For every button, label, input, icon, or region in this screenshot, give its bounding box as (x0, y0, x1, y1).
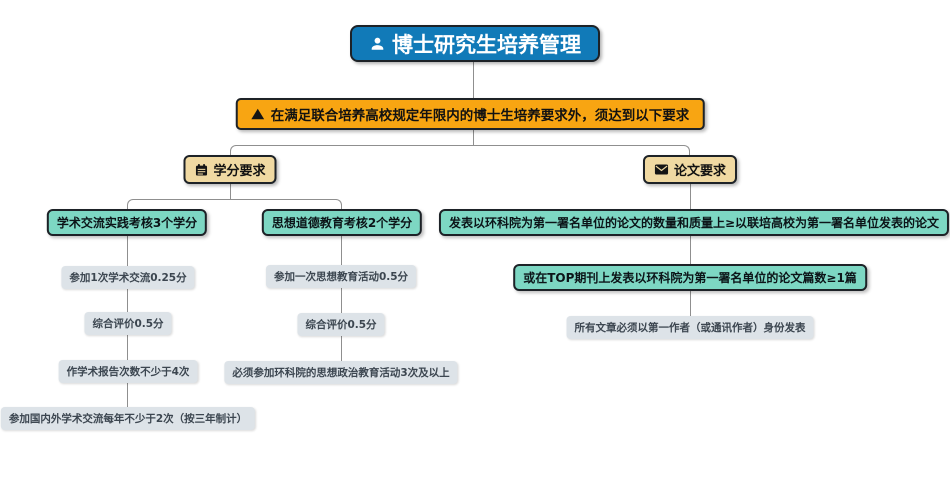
paper-rule1-node: 发表以环科院为第一署名单位的论文的数量和质量上≥以联培高校为第一署名单位发表的论… (438, 209, 950, 236)
envelope-icon (654, 162, 669, 177)
credit-header-label: 学分要求 (213, 164, 266, 179)
step-label: 参加国内外学术交流每年不少于2次（按三年制计） (8, 413, 248, 425)
credit-header-node: 学分要求 (183, 155, 277, 184)
paper-header-node: 论文要求 (642, 155, 738, 184)
connector-line (473, 62, 474, 98)
branch-rail (127, 199, 342, 209)
step-label: 必须参加环科院的思想政治教育活动3次及以上 (232, 367, 450, 379)
step-node: 参加国内外学术交流每年不少于2次（按三年制计） (0, 407, 256, 430)
paper-header-label: 论文要求 (673, 164, 727, 179)
root-label: 博士研究生培养管理 (392, 32, 581, 57)
connector-line (690, 236, 691, 264)
moral-credit-node: 思想道德教育考核2个学分 (261, 209, 423, 236)
connector-line (341, 288, 342, 313)
step-node: 参加1次学术交流0.25分 (61, 266, 195, 289)
connector-line (341, 336, 342, 361)
connector-line (127, 383, 128, 407)
step-label: 参加1次学术交流0.25分 (69, 272, 187, 284)
branch-rail (230, 145, 690, 155)
connector-line (230, 184, 231, 199)
moral-credit-label: 思想道德教育考核2个学分 (271, 216, 413, 230)
connector-line (690, 291, 691, 316)
note-label: 在满足联合培养高校规定年限内的博士生培养要求外，须达到以下要求 (270, 108, 690, 124)
step-label: 所有文章必须以第一作者（或通讯作者）身份发表 (574, 322, 806, 334)
step-node: 综合评价0.5分 (84, 312, 172, 335)
connector-line (127, 236, 128, 266)
note-banner: 在满足联合培养高校规定年限内的博士生培养要求外，须达到以下要求 (235, 98, 705, 130)
calendar-icon (194, 163, 208, 177)
step-label: 作学术报告次数不少于4次 (66, 366, 190, 378)
academic-credit-node: 学术交流实践考核3个学分 (46, 209, 208, 236)
connector-line (341, 236, 342, 265)
paper-rule1-label: 发表以环科院为第一署名单位的论文的数量和质量上≥以联培高校为第一署名单位发表的论… (448, 216, 940, 230)
step-label: 综合评价0.5分 (92, 318, 164, 330)
root-node: 博士研究生培养管理 (350, 25, 600, 62)
connector-line (127, 335, 128, 360)
academic-credit-label: 学术交流实践考核3个学分 (56, 216, 198, 230)
step-label: 综合评价0.5分 (305, 319, 377, 331)
step-node: 所有文章必须以第一作者（或通讯作者）身份发表 (566, 316, 814, 339)
connector-line (690, 184, 691, 209)
paper-rule2-node: 或在TOP期刊上发表以环科院为第一署名单位的论文篇数≥1篇 (513, 264, 867, 291)
person-icon (369, 35, 386, 52)
paper-rule2-label: 或在TOP期刊上发表以环科院为第一署名单位的论文篇数≥1篇 (523, 271, 857, 285)
connector-line (127, 289, 128, 312)
step-node: 必须参加环科院的思想政治教育活动3次及以上 (224, 361, 458, 384)
warning-icon (251, 107, 265, 121)
step-node: 参加一次思想教育活动0.5分 (265, 265, 417, 288)
step-label: 参加一次思想教育活动0.5分 (273, 271, 409, 283)
step-node: 综合评价0.5分 (297, 313, 385, 336)
step-node: 作学术报告次数不少于4次 (58, 360, 198, 383)
connector-line (473, 130, 474, 145)
